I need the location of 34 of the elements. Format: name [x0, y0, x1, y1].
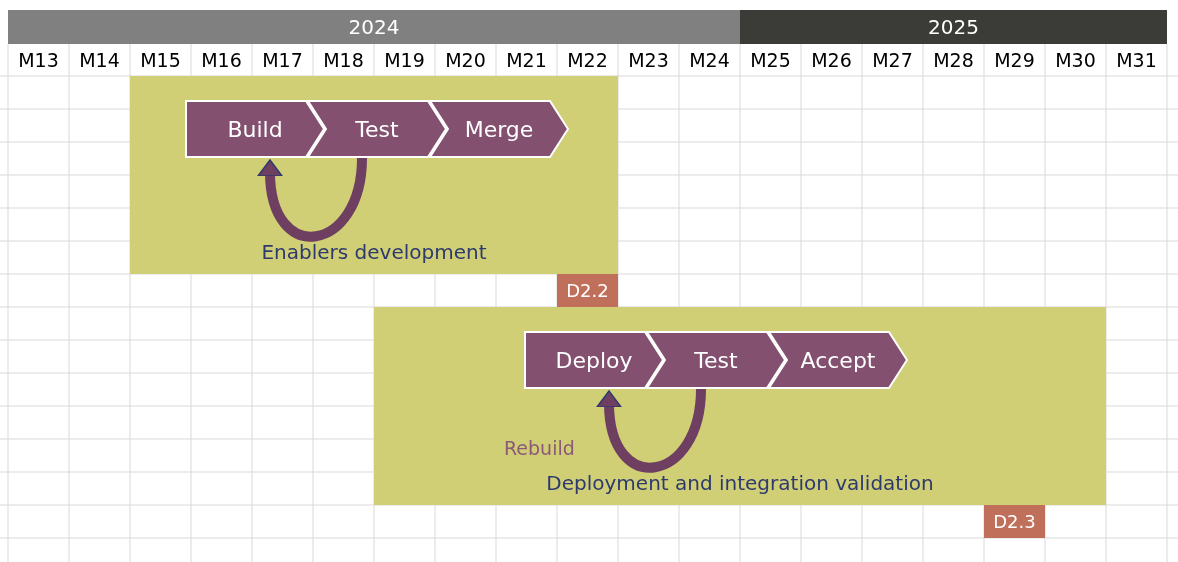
- chevron-step: Accept: [768, 331, 908, 389]
- column-header: M19: [383, 48, 426, 73]
- column-header: M16: [200, 48, 243, 73]
- column-header: M28: [932, 48, 975, 73]
- milestone-box: D2.3: [984, 505, 1045, 538]
- milestone-box: D2.2: [557, 274, 618, 307]
- column-header: M26: [810, 48, 853, 73]
- phase-title: Deployment and integration validation: [545, 471, 935, 495]
- edge-label: Rebuild: [504, 437, 575, 459]
- chevron-step: Build: [185, 100, 325, 158]
- column-header: M14: [78, 48, 121, 73]
- column-header: M21: [505, 48, 548, 73]
- column-header: M23: [627, 48, 670, 73]
- column-header: M18: [322, 48, 365, 73]
- chevron-step: Merge: [429, 100, 569, 158]
- column-header: M25: [749, 48, 792, 73]
- loop-arrow: [596, 388, 706, 473]
- phase-band: [130, 76, 618, 274]
- phase-band: [374, 307, 1106, 505]
- column-header: M29: [993, 48, 1036, 73]
- loop-arrow: [257, 157, 367, 242]
- year-bar: 2025: [740, 10, 1167, 44]
- column-header: M13: [17, 48, 60, 73]
- column-header: M17: [261, 48, 304, 73]
- year-bar: 2024: [8, 10, 740, 44]
- column-header: M27: [871, 48, 914, 73]
- column-header: M24: [688, 48, 731, 73]
- column-header: M20: [444, 48, 487, 73]
- column-header: M22: [566, 48, 609, 73]
- column-header: M31: [1115, 48, 1158, 73]
- column-header: M15: [139, 48, 182, 73]
- chevron-step: Deploy: [524, 331, 664, 389]
- column-header: M30: [1054, 48, 1097, 73]
- phase-title: Enablers development: [260, 240, 488, 264]
